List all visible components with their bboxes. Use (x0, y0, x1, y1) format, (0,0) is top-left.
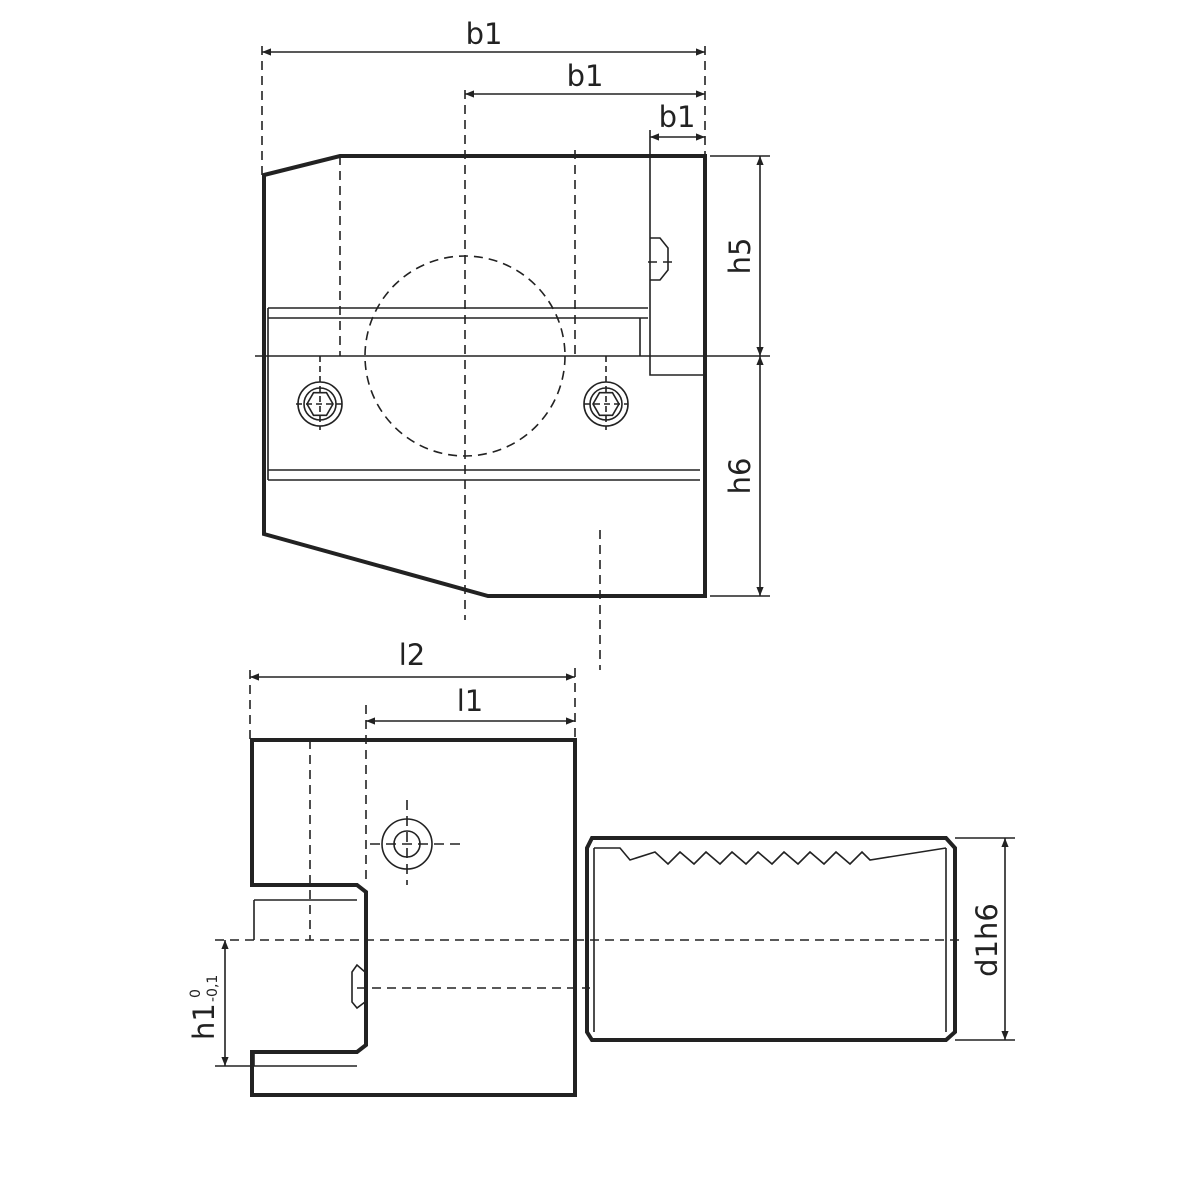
label-h5: h5 (723, 238, 757, 275)
label-b1-small: b1 (659, 100, 696, 134)
clamp-screw-left (296, 356, 344, 430)
side-view-dimensions: l2 l1 h1 0 -0,1 d1h6 (187, 638, 1015, 1067)
label-l2: l2 (399, 638, 426, 672)
top-view-step (649, 156, 705, 376)
label-b1-overall: b1 (466, 17, 503, 51)
label-h1-group: h1 0 -0,1 (187, 975, 221, 1040)
side-view-screw (370, 800, 465, 885)
top-view-step-notch (650, 237, 669, 281)
side-view-slot (253, 899, 357, 1067)
top-view-body-outline (262, 154, 707, 598)
label-b1-half: b1 (567, 59, 604, 93)
clamp-plate-upper (267, 307, 648, 356)
label-d1h6: d1h6 (970, 903, 1004, 977)
side-view-notch-detail (351, 963, 366, 1010)
shank-bore-hidden-circle (364, 255, 566, 457)
lower-band (267, 356, 700, 481)
top-view-dimensions: b1 b1 b1 h5 h6 (261, 17, 770, 597)
label-h6: h6 (723, 458, 757, 495)
shank-outline (585, 836, 957, 1042)
label-h1-tol-upper: 0 (188, 989, 204, 998)
label-h1-tol-lower: -0,1 (205, 975, 221, 1002)
clamp-screw-right (583, 356, 629, 430)
side-view-body-outline (250, 738, 577, 1097)
top-view (255, 90, 707, 670)
side-view (215, 705, 960, 1097)
label-l1: l1 (457, 684, 484, 718)
label-h1: h1 (187, 1003, 221, 1040)
shank-serration (594, 847, 947, 866)
